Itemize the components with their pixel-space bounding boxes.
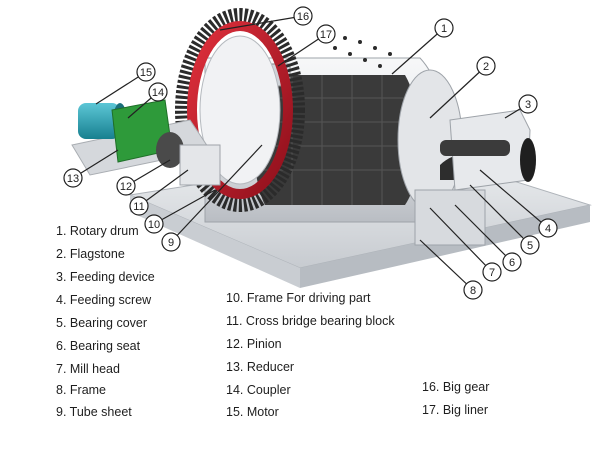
callout-number-8: 8 bbox=[470, 285, 476, 297]
bearing-seat bbox=[414, 189, 486, 246]
feeding-screw bbox=[440, 140, 510, 156]
legend-item-17: 17. Big liner bbox=[422, 403, 489, 417]
leader-line-8 bbox=[419, 239, 474, 291]
legend-item-1: 1. Rotary drum bbox=[56, 224, 139, 238]
callout-number-3: 3 bbox=[525, 99, 531, 111]
callout-circle-15 bbox=[136, 62, 156, 82]
leader-line-10 bbox=[153, 189, 216, 225]
callout-number-16: 16 bbox=[297, 11, 309, 23]
legend-item-5: 5. Bearing cover bbox=[56, 316, 148, 330]
leader-line-11 bbox=[138, 169, 189, 207]
callout-circle-7 bbox=[482, 262, 502, 282]
callout-number-9: 9 bbox=[168, 237, 174, 249]
leader-line-15 bbox=[95, 71, 147, 105]
leader-line-2 bbox=[429, 65, 487, 119]
callout-circle-10 bbox=[144, 214, 164, 234]
callout-circle-14 bbox=[148, 82, 168, 102]
drive-unit bbox=[71, 99, 221, 186]
legend-item-8: 8. Frame bbox=[56, 383, 107, 397]
leader-line-17 bbox=[277, 33, 327, 67]
feeding-end bbox=[397, 69, 536, 246]
callout-circle-13 bbox=[63, 168, 83, 188]
callout-number-14: 14 bbox=[152, 87, 164, 99]
callout-number-1: 1 bbox=[441, 23, 447, 35]
legend-item-6: 6. Bearing seat bbox=[56, 339, 141, 353]
leader-line-1 bbox=[391, 27, 445, 75]
legend-item-14: 14. Coupler bbox=[226, 383, 291, 397]
legend-item-15: 15. Motor bbox=[226, 405, 279, 419]
callout-circle-6 bbox=[502, 252, 522, 272]
callout-number-11: 11 bbox=[133, 201, 144, 213]
legend-item-13: 13. Reducer bbox=[226, 360, 295, 374]
legend-item-4: 4. Feeding screw bbox=[56, 293, 152, 307]
callout-circle-1 bbox=[434, 18, 454, 38]
callout-number-10: 10 bbox=[148, 219, 160, 231]
callout-number-7: 7 bbox=[489, 267, 495, 279]
callout-number-17: 17 bbox=[320, 29, 332, 41]
callout-circle-5 bbox=[520, 235, 540, 255]
legend-item-3: 3. Feeding device bbox=[56, 270, 155, 284]
callout-number-2: 2 bbox=[483, 61, 489, 73]
callout-circle-8 bbox=[463, 280, 483, 300]
cross-bridge-bearing-block bbox=[179, 144, 221, 186]
legend-item-11: 11. Cross bridge bearing block bbox=[226, 314, 395, 328]
leader-line-7 bbox=[429, 207, 493, 273]
leader-line-4 bbox=[479, 169, 549, 229]
callout-circle-4 bbox=[538, 218, 558, 238]
callout-number-6: 6 bbox=[509, 257, 515, 269]
leader-line-6 bbox=[454, 204, 513, 263]
legend-item-10: 10. Frame For driving part bbox=[226, 291, 371, 305]
pinion bbox=[156, 132, 184, 168]
callout-circle-9 bbox=[161, 232, 181, 252]
callout-circle-12 bbox=[116, 176, 136, 196]
motor bbox=[78, 103, 120, 139]
legend-item-16: 16. Big gear bbox=[422, 380, 490, 394]
legend-item-7: 7. Mill head bbox=[56, 362, 120, 376]
leader-line-9 bbox=[170, 144, 263, 243]
legend-item-12: 12. Pinion bbox=[226, 337, 282, 351]
legend-item-2: 2. Flagstone bbox=[56, 247, 125, 261]
callout-circle-17 bbox=[316, 24, 336, 44]
callout-circle-11 bbox=[129, 196, 149, 216]
callout-circle-2 bbox=[476, 56, 496, 76]
callout-number-4: 4 bbox=[545, 223, 551, 235]
callout-circle-3 bbox=[518, 94, 538, 114]
callout-number-15: 15 bbox=[140, 67, 152, 79]
callout-circle-16 bbox=[293, 6, 313, 26]
callout-number-12: 12 bbox=[120, 181, 132, 193]
callout-number-13: 13 bbox=[67, 173, 79, 185]
legend-item-9: 9. Tube sheet bbox=[56, 405, 132, 419]
leader-line-5 bbox=[469, 184, 531, 246]
leader-line-16 bbox=[219, 15, 304, 31]
callout-number-5: 5 bbox=[527, 240, 533, 252]
